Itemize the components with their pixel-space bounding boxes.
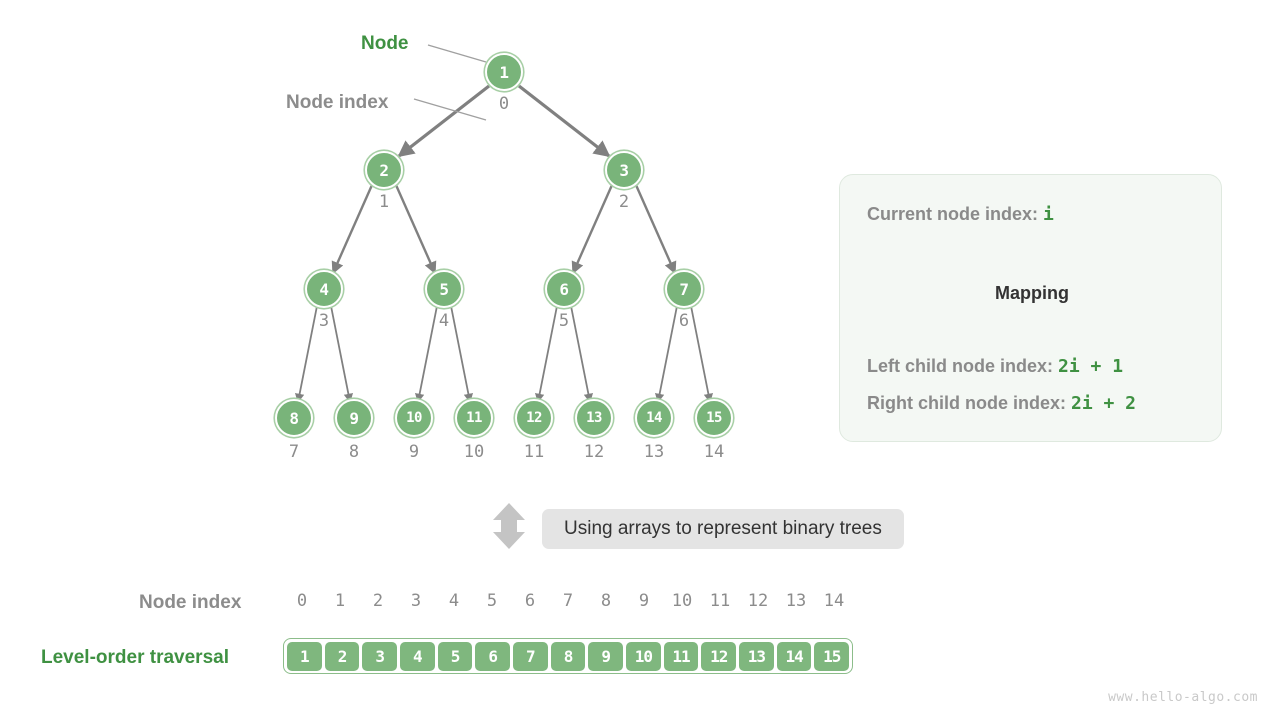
array-index-12: 12 [747, 591, 769, 611]
tree-node-index-5: 5 [558, 311, 570, 331]
array-cell-0: 1 [286, 640, 323, 672]
array-index-11: 11 [709, 591, 731, 611]
tree-node-13: 13 [575, 399, 613, 437]
info-left-label: Left child node index [867, 356, 1048, 376]
tree-node-index-11: 11 [523, 442, 545, 462]
info-right-child-index: Right child node index: 2i + 2 [867, 393, 1136, 414]
tree-node-index-8: 8 [348, 442, 360, 462]
array-index-row-label: Node index [139, 592, 242, 613]
tree-node-7: 7 [665, 270, 703, 308]
tree-node-index-13: 13 [643, 442, 665, 462]
info-right-label: Right child node index [867, 393, 1060, 413]
tree-node-12: 12 [515, 399, 553, 437]
tree-node-2: 2 [365, 151, 403, 189]
array-index-13: 13 [785, 591, 807, 611]
array-index-2: 2 [372, 591, 384, 611]
array-cell-14: 15 [813, 640, 851, 672]
array-cell-7: 8 [549, 640, 587, 672]
info-right-value: 2i + 2 [1071, 393, 1137, 414]
info-current-node-index: Current node index: i [867, 204, 1054, 225]
tree-node-index-3: 3 [318, 311, 330, 331]
tree-node-10: 10 [395, 399, 433, 437]
info-colon-2: : [1047, 356, 1059, 376]
array-cell-11: 12 [700, 640, 738, 672]
array-index-4: 4 [448, 591, 460, 611]
array-cell-10: 11 [662, 640, 700, 672]
tree-node-14: 14 [635, 399, 673, 437]
array-index-0: 0 [296, 591, 308, 611]
info-left-child-index: Left child node index: 2i + 1 [867, 356, 1123, 377]
tree-node-index-14: 14 [703, 442, 725, 462]
tree-node-index-6: 6 [678, 311, 690, 331]
tree-node-11: 11 [455, 399, 493, 437]
array-index-10: 10 [671, 591, 693, 611]
array-cell-13: 14 [775, 640, 813, 672]
array-cell-5: 6 [474, 640, 512, 672]
array-cell-8: 9 [587, 640, 625, 672]
tree-node-index-1: 1 [378, 192, 390, 212]
tree-node-index-4: 4 [438, 311, 450, 331]
tree-node-3: 3 [605, 151, 643, 189]
array-index-7: 7 [562, 591, 574, 611]
array-index-1: 1 [334, 591, 346, 611]
tree-node-9: 9 [335, 399, 373, 437]
tree-node-6: 6 [545, 270, 583, 308]
array-cell-1: 2 [323, 640, 361, 672]
tree-node-1: 1 [485, 53, 523, 91]
array-index-8: 8 [600, 591, 612, 611]
array-cell-9: 10 [625, 640, 662, 672]
watermark: www.hello-algo.com [1108, 690, 1258, 705]
tree-node-8: 8 [275, 399, 313, 437]
tree-node-15: 15 [695, 399, 733, 437]
banner-text: Using arrays to represent binary trees [564, 518, 882, 539]
tree-node-index-10: 10 [463, 442, 485, 462]
info-current-label: Current node index [867, 204, 1033, 224]
mapping-label: Mapping [995, 283, 1069, 303]
info-colon-1: : [1032, 204, 1044, 224]
info-colon-3: : [1060, 393, 1071, 413]
array-cell-4: 5 [436, 640, 474, 672]
array-cell-3: 4 [399, 640, 436, 672]
tree-node-index-12: 12 [583, 442, 605, 462]
tree-node-index-0: 0 [498, 94, 510, 114]
array-index-9: 9 [638, 591, 650, 611]
tree-node-index-2: 2 [618, 192, 630, 212]
tree-node-4: 4 [305, 270, 343, 308]
array-index-14: 14 [823, 591, 845, 611]
tree-node-5: 5 [425, 270, 463, 308]
array-cell-6: 7 [512, 640, 549, 672]
array-index-5: 5 [486, 591, 498, 611]
array-index-3: 3 [410, 591, 422, 611]
array-index-6: 6 [524, 591, 536, 611]
callout-node-index: Node index [286, 92, 389, 113]
info-current-value: i [1043, 204, 1054, 225]
updown-arrow [493, 503, 525, 549]
array-cell-2: 3 [361, 640, 399, 672]
array-traversal-row-label: Level-order traversal [41, 647, 229, 668]
banner-using-arrays: Using arrays to represent binary trees [542, 509, 904, 549]
tree-node-index-7: 7 [288, 442, 300, 462]
tree-node-index-9: 9 [408, 442, 420, 462]
array-cell-12: 13 [738, 640, 775, 672]
mapping-info-panel: Current node index: i Mapping Left child… [839, 174, 1222, 442]
info-left-value: 2i + 1 [1058, 356, 1124, 377]
callout-node: Node [361, 33, 409, 54]
